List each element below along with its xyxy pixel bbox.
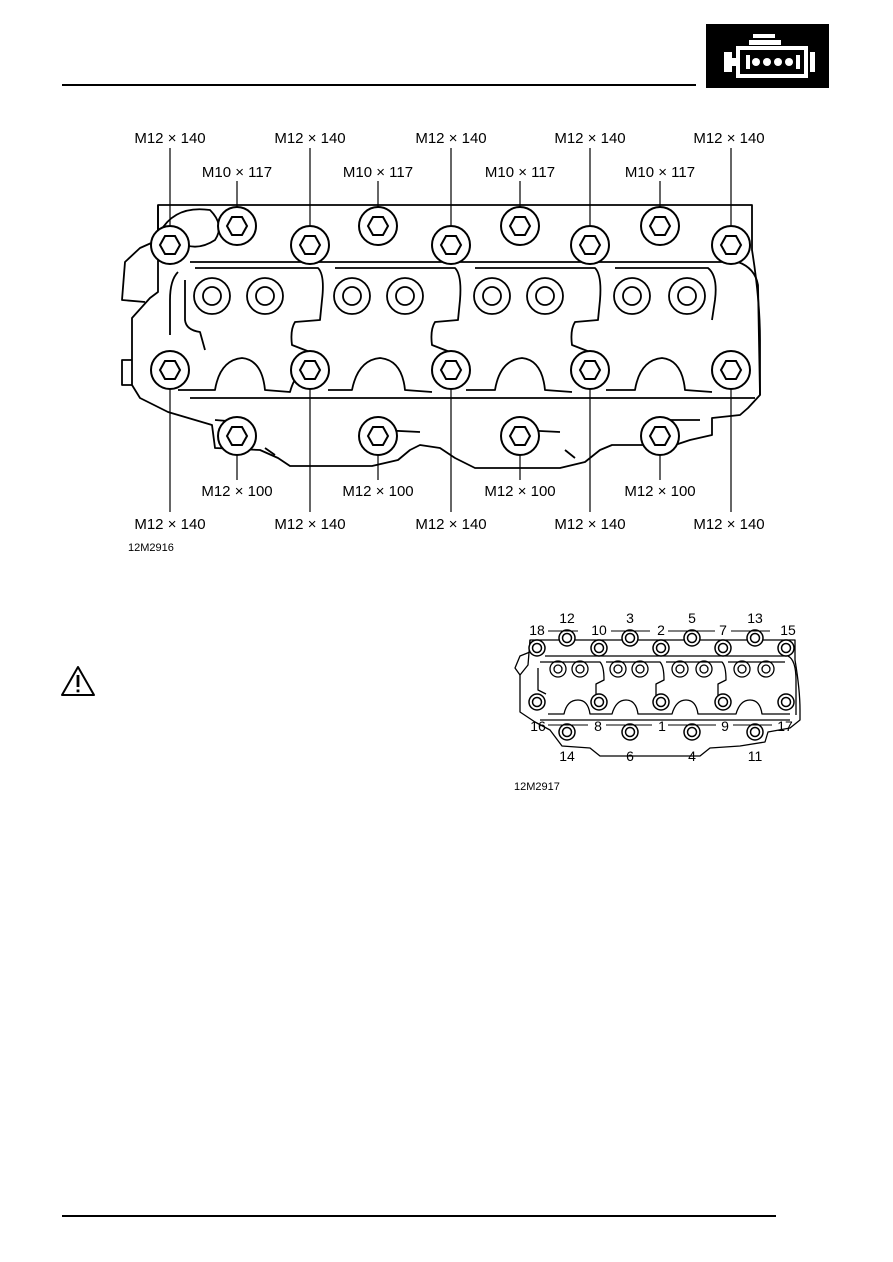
label-m12x140: M12 × 140 <box>415 516 486 533</box>
label-m12x100: M12 × 100 <box>342 483 413 500</box>
sequence-number: 12 <box>559 610 575 626</box>
label-m12x140: M12 × 140 <box>693 516 764 533</box>
sequence-number: 10 <box>591 622 607 638</box>
bolt-mid-4 <box>570 350 610 390</box>
label-m12x140: M12 × 140 <box>134 130 205 147</box>
label-m12x140: M12 × 140 <box>554 516 625 533</box>
sequence-number: 15 <box>780 622 796 638</box>
bolt-top-2 <box>290 225 330 265</box>
label-m12x140: M12 × 140 <box>134 516 205 533</box>
footer-rule <box>62 1215 776 1217</box>
sequence-number: 16 <box>530 718 546 734</box>
label-m10x117: M10 × 117 <box>625 164 695 181</box>
label-m10x117: M10 × 117 <box>343 164 413 181</box>
tightening-sequence-diagram: 18 12 10 3 2 5 7 13 15 16 8 1 9 17 14 6 … <box>514 610 801 793</box>
sequence-number: 17 <box>777 718 793 734</box>
header-rule <box>62 84 696 86</box>
bolt-m10-4 <box>640 206 680 246</box>
engine-icon <box>724 34 815 78</box>
label-m12x100: M12 × 100 <box>484 483 555 500</box>
sequence-number: 4 <box>688 748 696 764</box>
sequence-number: 3 <box>626 610 634 626</box>
bolt-mid-2 <box>290 350 330 390</box>
bolt-m10-1 <box>217 206 257 246</box>
sequence-number: 5 <box>688 610 696 626</box>
label-m10x117: M10 × 117 <box>202 164 272 181</box>
label-m12x140: M12 × 140 <box>274 516 345 533</box>
label-m12x140: M12 × 140 <box>415 130 486 147</box>
sequence-number: 2 <box>657 622 665 638</box>
label-m12x100: M12 × 100 <box>201 483 272 500</box>
sequence-number: 11 <box>748 748 763 764</box>
cylinder-head-bolt-diagram: M12 × 140 M12 × 140 M12 × 140 M12 × 140 … <box>121 130 765 554</box>
bolt-top-3 <box>431 225 471 265</box>
bolt-low-4 <box>640 416 680 456</box>
sequence-number: 6 <box>626 748 634 764</box>
figure-reference: 12M2917 <box>514 781 560 793</box>
bolt-mid-5 <box>711 350 751 390</box>
sequence-number: 13 <box>747 610 763 626</box>
warning-triangle-icon <box>61 666 95 696</box>
bolt-low-1 <box>217 416 257 456</box>
bolt-m10-3 <box>500 206 540 246</box>
sequence-number: 7 <box>719 622 727 638</box>
sequence-number: 9 <box>721 718 729 734</box>
bolt-mid-1 <box>150 350 190 390</box>
sequence-number: 8 <box>594 718 602 734</box>
label-m12x100: M12 × 100 <box>624 483 695 500</box>
sequence-number: 14 <box>559 748 575 764</box>
label-m10x117: M10 × 117 <box>485 164 555 181</box>
bolt-top-5 <box>711 225 751 265</box>
sequence-number: 1 <box>658 718 666 734</box>
label-m12x140: M12 × 140 <box>693 130 764 147</box>
section-badge <box>706 24 829 88</box>
sequence-number: 18 <box>529 622 545 638</box>
label-m12x140: M12 × 140 <box>554 130 625 147</box>
bolt-m10-2 <box>358 206 398 246</box>
label-m12x140: M12 × 140 <box>274 130 345 147</box>
bolt-mid-3 <box>431 350 471 390</box>
figure-reference: 12M2916 <box>128 542 174 554</box>
bolt-low-2 <box>358 416 398 456</box>
